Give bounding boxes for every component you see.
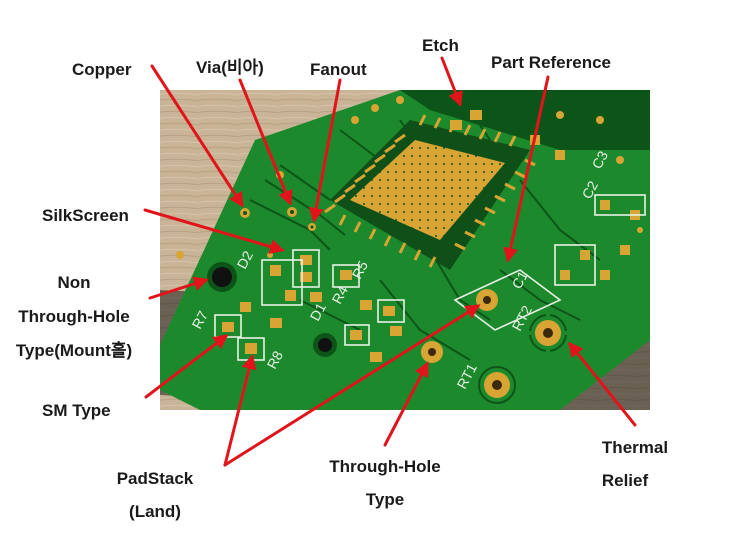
label-land: (Land): [129, 502, 181, 521]
silk-c1: C1: [509, 268, 532, 292]
silk-r8: R8: [264, 348, 287, 372]
through-hole-pads: [421, 289, 561, 398]
silkscreen-text: D2 R7 R8 D1 R4 R5 RT1 RT2 C3 C1 C2: [189, 148, 612, 392]
thermal-spokes: [528, 313, 568, 353]
arrow-padstack-through: [223, 304, 481, 467]
arrow-non-through-hole: [148, 276, 209, 300]
arrow-sm-type: [144, 334, 229, 399]
arrow-thermal-relief: [568, 341, 637, 427]
arrow-through-hole: [383, 361, 429, 447]
label-through-hole-line1: Through-Hole: [329, 457, 441, 476]
arrow-part-reference: [503, 75, 550, 263]
label-thermal: Thermal: [601, 438, 669, 457]
arrow-copper: [150, 64, 244, 208]
label-padstack: PadStack: [116, 469, 194, 488]
label-through-hole-line2: Type: [365, 490, 405, 509]
mount-hole-2: [318, 338, 332, 352]
label-relief: Relief: [601, 471, 649, 490]
arrow-via: [238, 78, 293, 206]
silk-d2: D2: [234, 248, 257, 272]
silk-c2: C2: [579, 178, 602, 202]
silk-r5: R5: [349, 258, 372, 282]
label-copper: Copper: [72, 60, 132, 79]
label-via: Via(비아): [196, 58, 264, 77]
label-through-hole: Through-Hole: [18, 307, 130, 326]
arrow-etch: [440, 56, 463, 107]
mount-hole: [212, 267, 232, 287]
vias: [176, 96, 643, 259]
callout-arrows: [143, 56, 637, 467]
label-part-reference: Part Reference: [491, 53, 612, 72]
silk-d1: D1: [307, 300, 330, 324]
label-non: Non: [57, 273, 91, 292]
arrow-padstack-smd: [223, 354, 257, 467]
silk-r4: R4: [329, 283, 352, 307]
silkscreen-outlines: [214, 194, 646, 361]
arrow-fanout: [308, 78, 342, 223]
label-sm-type: SM Type: [42, 401, 111, 420]
exposed-ground-pad: [350, 140, 505, 240]
pcb-photo: D2 R7 R8 D1 R4 R5 RT1 RT2 C3 C1 C2: [160, 90, 650, 410]
arrow-silkscreen: [143, 208, 285, 254]
silk-c3: C3: [589, 148, 612, 172]
label-silkscreen: SilkScreen: [42, 206, 129, 225]
label-etch: Etch: [422, 36, 459, 55]
silk-r7: R7: [189, 308, 212, 332]
qfp-pins: [324, 114, 536, 268]
label-fanout: Fanout: [310, 60, 367, 79]
label-type-mount: Type(Mount홀): [15, 341, 133, 360]
